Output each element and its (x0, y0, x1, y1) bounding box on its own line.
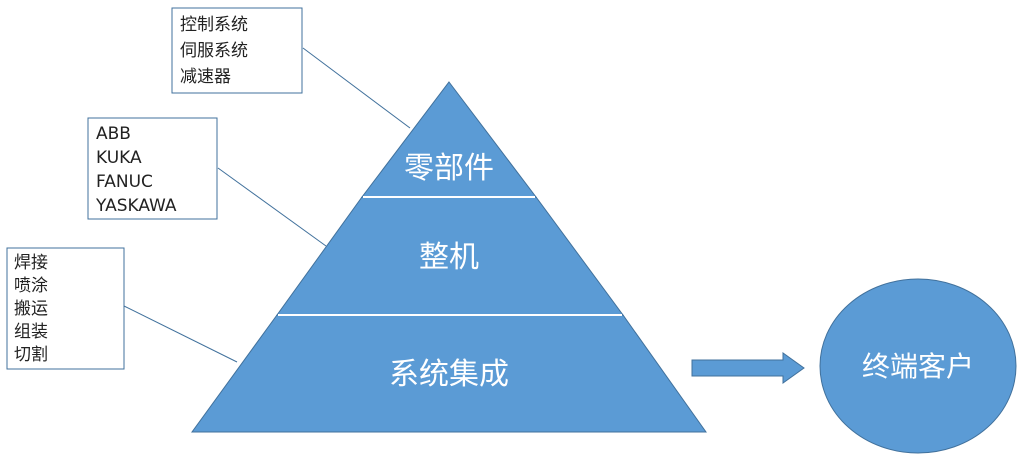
application-item: 搬运 (14, 299, 48, 319)
components-item: 减速器 (180, 67, 231, 87)
arrow-right-icon (691, 352, 805, 384)
brand-item: KUKA (96, 148, 142, 168)
brand-item: YASKAWA (95, 196, 177, 216)
application-item: 焊接 (14, 253, 48, 273)
connector-brands (217, 167, 327, 247)
application-item: 喷涂 (14, 276, 48, 296)
application-item: 切割 (14, 345, 48, 365)
brands-box (87, 117, 218, 220)
brand-item: FANUC (96, 172, 153, 192)
applications-box (6, 247, 125, 370)
end-customer-label: 终端客户 (862, 350, 974, 383)
pyramid-middle-label: 整机 (419, 240, 479, 275)
end-customer-circle (819, 278, 1017, 454)
pyramid-bottom-label: 系统集成 (389, 357, 509, 392)
components-box (171, 7, 303, 94)
brand-item: ABB (96, 124, 131, 144)
connector-applications (123, 305, 238, 363)
components-item: 伺服系统 (180, 41, 248, 61)
application-item: 组装 (14, 322, 48, 342)
connector-components (302, 47, 411, 129)
components-item: 控制系统 (180, 15, 248, 35)
pyramid-top-label: 零部件 (404, 151, 494, 186)
